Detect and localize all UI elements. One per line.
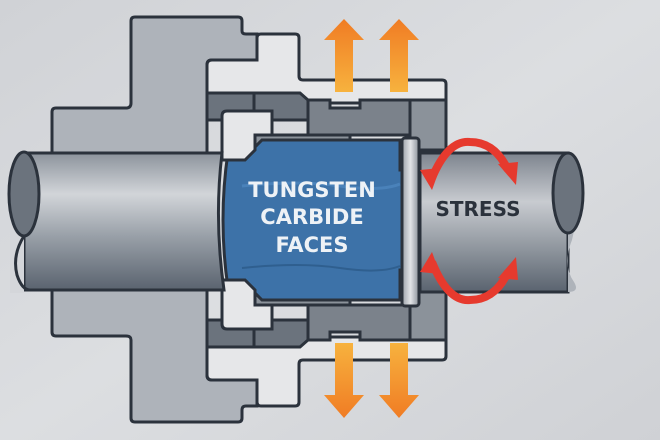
stress-arrowhead-3 <box>420 252 440 274</box>
shaft-left <box>7 150 226 293</box>
arrow-down-2 <box>379 343 419 418</box>
pressure-arrows-down <box>324 343 419 418</box>
gland-plate-top <box>205 32 448 105</box>
label-carbide: CARBIDE <box>260 205 363 229</box>
gland-insert-top <box>220 109 274 162</box>
faces-sheen <box>241 181 401 191</box>
stress-arrow-top <box>428 137 512 180</box>
pressure-arrows-up <box>324 19 419 92</box>
rotating-seal-ring <box>400 136 421 308</box>
shaft-right <box>418 151 585 294</box>
gland-insert-bottom <box>220 278 274 331</box>
faces-shadow <box>241 264 401 272</box>
gland-plate-bottom <box>205 335 448 408</box>
label-faces: FACES <box>275 233 348 257</box>
arrow-up-2 <box>379 19 419 92</box>
arrow-up-1 <box>324 19 364 92</box>
arrow-down-1 <box>324 343 364 418</box>
stress-arrowhead-2 <box>498 162 518 185</box>
stress-arrows <box>428 137 512 305</box>
label-tungsten: TUNGSTEN <box>248 178 376 202</box>
stress-arrow-bottom <box>428 260 512 305</box>
label-stress: STRESS <box>435 197 520 221</box>
stress-arrowhead-1 <box>420 168 440 190</box>
stress-arrowhead-4 <box>498 257 518 280</box>
